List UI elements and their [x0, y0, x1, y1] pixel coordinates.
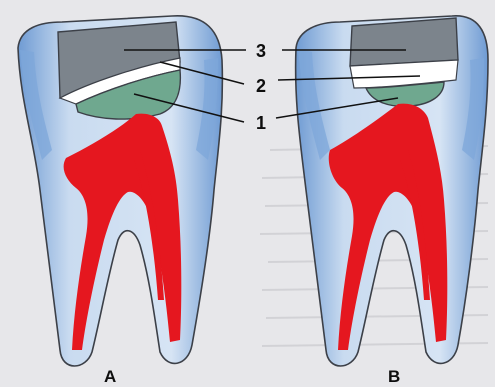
tooth-label-a: A: [104, 367, 116, 386]
callout-label-2: 2: [256, 76, 266, 96]
callout-label-3: 3: [256, 41, 266, 61]
callout-label-1: 1: [256, 113, 266, 133]
tooth-label-b: B: [388, 367, 400, 386]
tooth-b-filling-3: [350, 18, 458, 66]
